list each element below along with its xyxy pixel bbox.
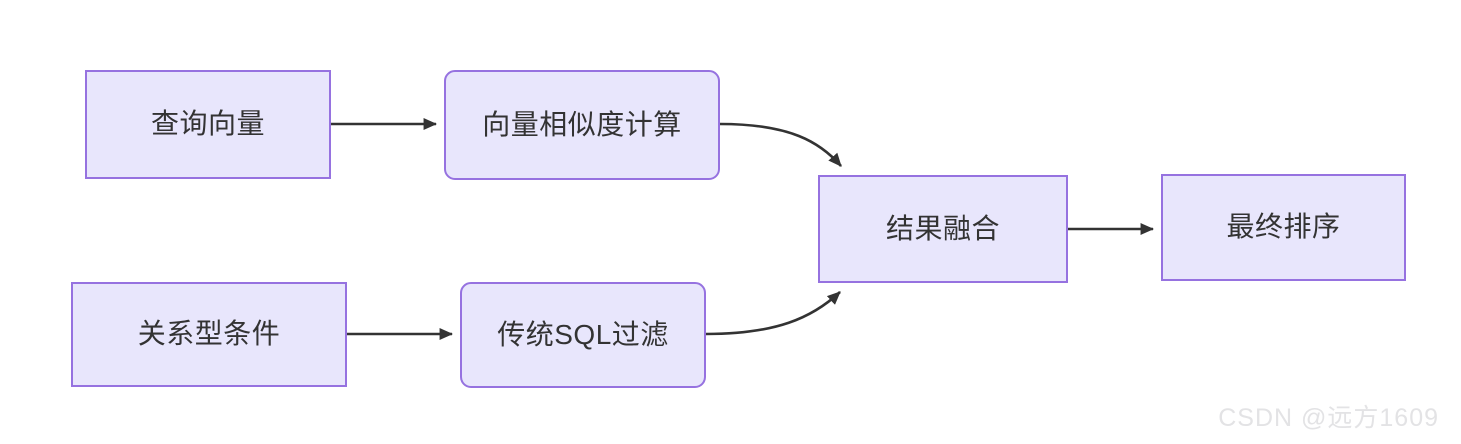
node-label: 结果融合 (885, 212, 1000, 244)
node-query-vector[interactable]: 查询向量 (85, 70, 331, 179)
node-label: 最终排序 (1226, 211, 1341, 243)
node-label: 传统SQL过滤 (497, 318, 669, 350)
node-sql-filter[interactable]: 传统SQL过滤 (460, 282, 706, 388)
node-result-fusion[interactable]: 结果融合 (818, 175, 1068, 283)
edge-sql-to-fusion (705, 291, 841, 336)
node-vector-similarity[interactable]: 向量相似度计算 (444, 70, 720, 180)
node-label: 关系型条件 (137, 318, 281, 350)
node-label: 查询向量 (150, 108, 265, 140)
node-label: 向量相似度计算 (482, 108, 682, 140)
edge-similarity-to-fusion (719, 122, 842, 167)
node-final-ranking[interactable]: 最终排序 (1161, 174, 1406, 281)
node-relational-condition[interactable]: 关系型条件 (71, 282, 347, 387)
watermark: CSDN @远方1609 (1218, 404, 1439, 432)
